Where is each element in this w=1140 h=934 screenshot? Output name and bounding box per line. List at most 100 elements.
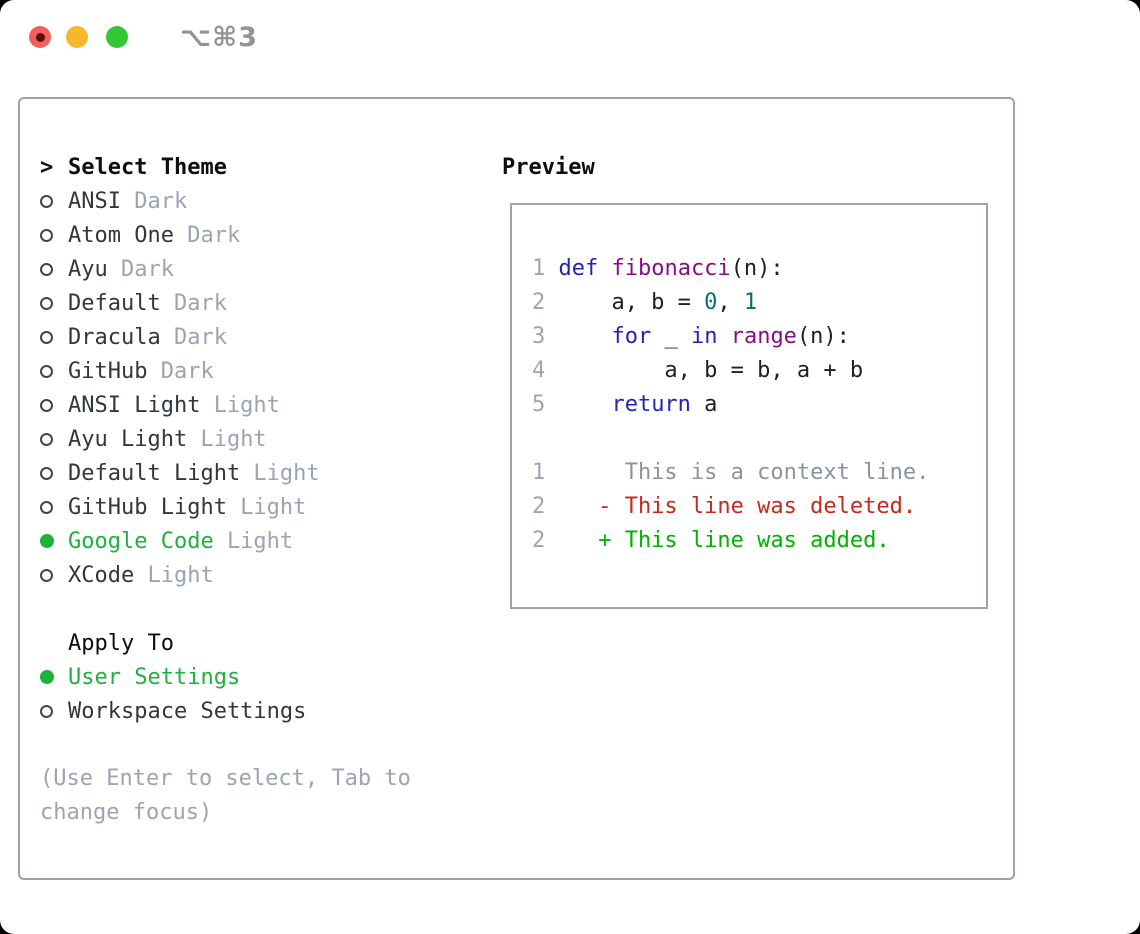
- theme-variant: Dark: [173, 324, 227, 350]
- theme-option[interactable]: GitHub Dark: [40, 354, 490, 388]
- line-number: 3: [532, 323, 546, 349]
- code-segment-pl: _: [651, 323, 691, 349]
- code-segment-pl: [558, 324, 611, 349]
- theme-option[interactable]: Dracula Dark: [40, 320, 490, 354]
- radio-icon: [40, 330, 53, 344]
- preview-line-deleted: 2 - This line was deleted.: [532, 489, 976, 523]
- preview-line-context: 1 This is a context line.: [532, 455, 976, 489]
- theme-selector-panel: > Select Theme ANSI Dark Atom One Dark A…: [40, 150, 490, 830]
- radio-icon: [40, 296, 53, 310]
- apply-to-option[interactable]: Workspace Settings: [40, 694, 490, 728]
- radio-icon: [40, 228, 53, 242]
- theme-option[interactable]: Ayu Light Light: [40, 422, 490, 456]
- theme-variant: Light: [200, 426, 267, 452]
- code-segment-pl: [717, 324, 730, 349]
- theme-option[interactable]: Default Light Light: [40, 456, 490, 490]
- theme-name: ANSI Light: [68, 392, 201, 418]
- code-segment-del: - This line was deleted.: [558, 493, 917, 519]
- radio-icon: [40, 500, 53, 514]
- theme-option[interactable]: ANSI Light Light: [40, 388, 490, 422]
- theme-option[interactable]: Atom One Dark: [40, 218, 490, 252]
- code-segment-fn: range: [730, 323, 797, 349]
- apply-to-label: Workspace Settings: [68, 698, 307, 724]
- apply-to-header: Apply To: [68, 630, 174, 656]
- zoom-button[interactable]: [106, 26, 128, 48]
- theme-name: Atom One: [68, 222, 174, 248]
- theme-option[interactable]: ANSI Dark: [40, 184, 490, 218]
- code-segment-pl: (n):: [796, 323, 850, 349]
- theme-variant: Dark: [160, 358, 214, 384]
- code-segment-ctx: This is a context line.: [558, 459, 930, 485]
- apply-to-option[interactable]: User Settings: [40, 660, 490, 694]
- theme-option[interactable]: Ayu Dark: [40, 252, 490, 286]
- preview-pane: 1 def fibonacci(n): 2 a, b = 0, 1 3 for …: [510, 203, 988, 609]
- theme-variant: Light: [213, 392, 280, 418]
- line-content: return a: [558, 392, 717, 417]
- line-number: 1: [532, 255, 546, 281]
- code-segment-pl: a, b =: [558, 289, 705, 315]
- theme-list-header-row: > Select Theme: [40, 150, 490, 184]
- line-content: for _ in range(n):: [558, 324, 849, 349]
- radio-icon: [40, 194, 53, 208]
- radio-icon: [40, 398, 53, 412]
- code-segment-pl: (n):: [730, 255, 784, 281]
- titlebar: ⌥⌘3: [0, 0, 1140, 74]
- code-segment-num: 1: [743, 289, 758, 315]
- theme-name: GitHub Light: [68, 494, 227, 520]
- radio-icon: [40, 704, 53, 718]
- line-number: 5: [532, 391, 546, 417]
- theme-option[interactable]: XCode Light: [40, 558, 490, 592]
- line-content: def fibonacci(n):: [558, 256, 783, 281]
- window-title: ⌥⌘3: [180, 21, 258, 53]
- theme-name: Default: [68, 290, 161, 316]
- theme-name: Ayu: [68, 256, 108, 282]
- line-content: a, b = b, a + b: [558, 358, 863, 383]
- theme-name: Default Light: [68, 460, 241, 486]
- radio-icon: [40, 534, 54, 548]
- minimize-button[interactable]: [66, 26, 88, 48]
- line-content: + This line was added.: [558, 528, 889, 553]
- apply-to-list: User Settings Workspace Settings: [40, 660, 490, 728]
- code-segment-fn: fibonacci: [611, 255, 731, 281]
- preview-line-code: 5 return a: [532, 387, 976, 421]
- line-number: 4: [532, 357, 546, 383]
- line-number: 2: [532, 527, 546, 553]
- theme-variant: Light: [226, 528, 294, 554]
- cursor-indicator: >: [40, 154, 54, 180]
- line-content: - This line was deleted.: [558, 494, 916, 519]
- code-segment-pl: a, b = b, a + b: [558, 357, 864, 383]
- code-segment-kw: for: [611, 323, 652, 349]
- radio-icon: [40, 432, 53, 446]
- theme-name: GitHub: [68, 358, 148, 384]
- code-segment-pl: [558, 392, 611, 417]
- close-button[interactable]: [29, 26, 51, 48]
- code-segment-add: + This line was added.: [558, 527, 890, 553]
- close-dot-icon: [35, 32, 45, 42]
- line-number: 1: [532, 459, 546, 485]
- theme-name: ANSI: [68, 188, 121, 214]
- theme-name: XCode: [68, 562, 135, 588]
- theme-option[interactable]: GitHub Light Light: [40, 490, 490, 524]
- line-number: 2: [532, 493, 546, 519]
- app-frame: > Select Theme ANSI Dark Atom One Dark A…: [18, 97, 1015, 880]
- theme-list: ANSI Dark Atom One Dark Ayu Dark Default…: [40, 184, 490, 592]
- code-segment-pl: ,: [717, 289, 744, 315]
- preview-line-blank: [532, 421, 976, 455]
- theme-name: Google Code: [68, 528, 214, 554]
- preview-line-code: 1 def fibonacci(n):: [532, 251, 976, 285]
- code-segment-pl: a: [690, 391, 718, 417]
- radio-icon: [40, 568, 53, 582]
- theme-option[interactable]: Default Dark: [40, 286, 490, 320]
- theme-name: Dracula: [68, 324, 161, 350]
- theme-variant: Dark: [134, 188, 188, 214]
- code-segment-kw: def: [558, 255, 599, 281]
- theme-variant: Dark: [173, 290, 227, 316]
- code-segment-kw: in: [690, 323, 718, 349]
- preview-line-added: 2 + This line was added.: [532, 523, 976, 557]
- apply-to-label: User Settings: [68, 664, 241, 690]
- theme-option[interactable]: Google Code Light: [40, 524, 490, 558]
- line-number: 2: [532, 289, 546, 315]
- radio-icon: [40, 670, 54, 684]
- theme-list-header: Select Theme: [68, 154, 227, 180]
- preview-line-code: 4 a, b = b, a + b: [532, 353, 976, 387]
